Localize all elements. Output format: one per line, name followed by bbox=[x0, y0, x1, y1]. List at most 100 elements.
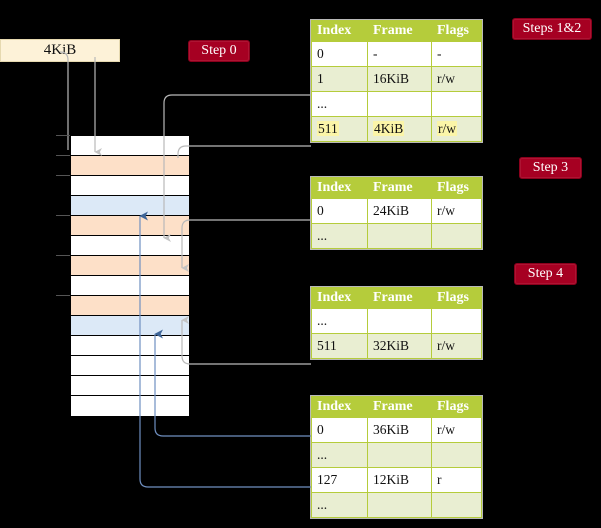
table-cell bbox=[431, 308, 482, 334]
memory-frame-row bbox=[71, 376, 189, 396]
wire-pt-row0-to-mem bbox=[154, 415, 311, 437]
table-cell: 12KiB bbox=[367, 467, 432, 493]
highlighted-value: 511 bbox=[317, 121, 339, 136]
table-header-flags: Flags bbox=[431, 287, 482, 309]
table-cell: r/w bbox=[431, 198, 482, 224]
table-cell bbox=[367, 91, 432, 117]
table-cell: - bbox=[431, 41, 482, 67]
memory-row-tick bbox=[56, 295, 70, 296]
table-cell: ... bbox=[311, 442, 368, 468]
memory-frame-column bbox=[70, 135, 190, 416]
table-header-index: Index bbox=[311, 396, 368, 418]
table-header-frame: Frame bbox=[367, 177, 432, 199]
table-cell: 0 bbox=[311, 41, 368, 67]
memory-row-tick bbox=[56, 175, 70, 176]
memory-frame-row bbox=[71, 396, 189, 416]
memory-frame-row bbox=[71, 176, 189, 196]
wire-pdp-to-mem bbox=[181, 219, 311, 272]
memory-frame-row bbox=[71, 336, 189, 356]
table-cell: 511 bbox=[311, 116, 368, 142]
steps-1-2-label: Steps 1&2 bbox=[522, 21, 582, 36]
table-row: 511 4KiB r/w bbox=[311, 116, 482, 142]
table-cell bbox=[431, 442, 482, 468]
table-header-index: Index bbox=[311, 177, 368, 199]
table-row: 0-- bbox=[311, 41, 482, 67]
table-cell: ... bbox=[311, 223, 368, 249]
page-size-label: 4KiB bbox=[0, 39, 120, 62]
table-header-frame: Frame bbox=[367, 20, 432, 42]
table-header-flags: Flags bbox=[431, 177, 482, 199]
table-cell: r/w bbox=[431, 333, 482, 359]
wire-pd-to-mem bbox=[181, 316, 311, 365]
table-cell: 36KiB bbox=[367, 417, 432, 443]
table-cell bbox=[367, 492, 432, 518]
table-cell bbox=[367, 308, 432, 334]
table-cell: 16KiB bbox=[367, 66, 432, 92]
step-0-label: Step 0 bbox=[201, 43, 237, 58]
memory-frame-row bbox=[71, 236, 189, 256]
table-cell: r/w bbox=[431, 417, 482, 443]
table-cell: 32KiB bbox=[367, 333, 432, 359]
memory-row-tick bbox=[56, 255, 70, 256]
table-cell: 0 bbox=[311, 198, 368, 224]
memory-frame-row bbox=[71, 136, 189, 156]
step-4-label: Step 4 bbox=[527, 266, 564, 281]
table-cell: ... bbox=[311, 91, 368, 117]
table-cell bbox=[431, 91, 482, 117]
table-cell bbox=[431, 492, 482, 518]
table-cell bbox=[367, 442, 432, 468]
table-row: ... bbox=[311, 91, 482, 117]
memory-frame-row bbox=[71, 256, 189, 276]
memory-frame-row bbox=[71, 216, 189, 236]
step-0-badge: Step 0 bbox=[188, 40, 250, 62]
table-cell: r/w bbox=[431, 66, 482, 92]
memory-frame-row bbox=[71, 156, 189, 176]
step-4-badge: Step 4 bbox=[514, 263, 577, 285]
memory-frame-row bbox=[71, 196, 189, 216]
highlighted-value: 4KiB bbox=[373, 121, 405, 136]
wire-pt-row127-to-mem bbox=[139, 415, 311, 488]
table-cell: - bbox=[367, 41, 432, 67]
table-cell: ... bbox=[311, 492, 368, 518]
wire-mem-to-pml4-511 bbox=[177, 145, 311, 158]
table-cell: 0 bbox=[311, 417, 368, 443]
table-row: ... bbox=[311, 442, 482, 468]
table-cell: 4KiB bbox=[367, 116, 432, 142]
memory-frame-row bbox=[71, 296, 189, 316]
memory-frame-row bbox=[71, 316, 189, 336]
table-cell bbox=[431, 223, 482, 249]
table-header-index: Index bbox=[311, 20, 368, 42]
table-row: ... bbox=[311, 492, 482, 518]
memory-row-tick bbox=[56, 155, 70, 156]
table-cell: 24KiB bbox=[367, 198, 432, 224]
table-cell: r/w bbox=[431, 116, 482, 142]
memory-row-tick bbox=[56, 135, 70, 136]
steps-1-2-badge: Steps 1&2 bbox=[512, 18, 592, 40]
table-cell: 511 bbox=[311, 333, 368, 359]
table-cell: ... bbox=[311, 308, 368, 334]
table-cell: 1 bbox=[311, 66, 368, 92]
highlighted-value: r/w bbox=[437, 121, 457, 136]
table-header-flags: Flags bbox=[431, 396, 482, 418]
table-cell: r bbox=[431, 467, 482, 493]
table-row: ... bbox=[311, 308, 482, 334]
table-header-frame: Frame bbox=[367, 287, 432, 309]
memory-frame-row bbox=[71, 356, 189, 376]
memory-row-tick bbox=[56, 215, 70, 216]
table-cell: 127 bbox=[311, 467, 368, 493]
page-size-text: 4KiB bbox=[43, 42, 77, 58]
table-cell bbox=[367, 223, 432, 249]
table-header-frame: Frame bbox=[367, 396, 432, 418]
step-3-badge: Step 3 bbox=[519, 157, 582, 179]
step-3-label: Step 3 bbox=[532, 160, 569, 175]
